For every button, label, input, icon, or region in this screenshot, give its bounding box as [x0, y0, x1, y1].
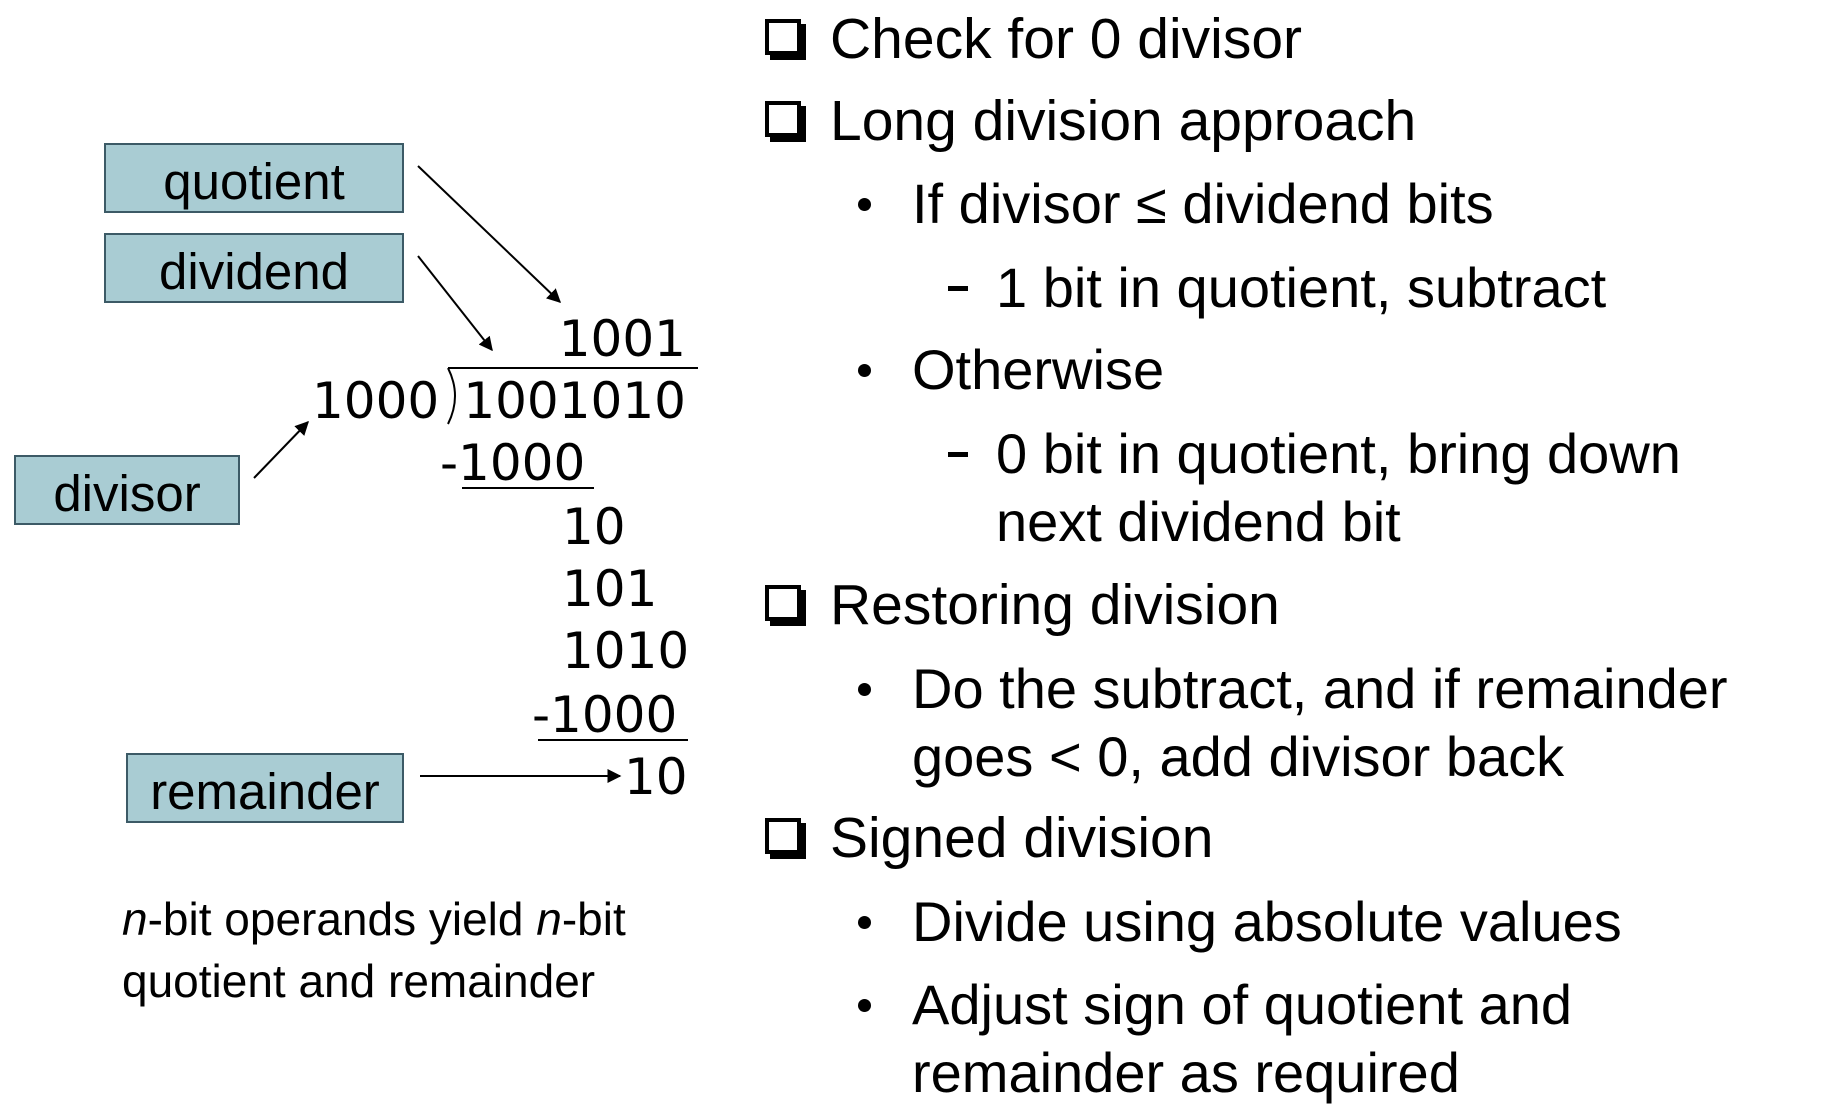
remainder-label-box: remainder — [126, 753, 404, 823]
divisor-label: divisor — [53, 465, 201, 522]
caption-line2: quotient and remainder — [122, 955, 596, 1007]
bullet-item: Do the subtract, and if remainder — [912, 657, 1728, 720]
bullet-item: Restoring division — [830, 573, 1280, 637]
bullet-item: Adjust sign of quotient and — [912, 973, 1573, 1036]
divisor-value: 1000 — [312, 372, 440, 430]
second-subtrahend-value: 1000 — [550, 686, 678, 744]
bullet-item-continuation: next dividend bit — [996, 490, 1401, 553]
bullet-item: If divisor ≤ dividend bits — [912, 172, 1494, 235]
quotient-arrow — [417, 165, 562, 303]
bullet-dot-icon — [858, 916, 871, 929]
caption-part2: -bit — [561, 893, 626, 945]
bullet-item: Long division approach — [830, 89, 1417, 153]
bullet-item: 0 bit in quotient, bring down — [996, 422, 1681, 485]
second-subtrahend: -1000 — [532, 690, 677, 740]
caption-part1: -bit operands yield — [147, 893, 537, 945]
bullet-item: Divide using absolute values — [912, 890, 1622, 953]
bullet-item-continuation: remainder as required — [912, 1041, 1460, 1104]
quotient-label: quotient — [163, 153, 345, 210]
dash-icon — [948, 286, 968, 291]
remainder-label: remainder — [150, 763, 380, 820]
dividend-label-box: dividend — [104, 233, 404, 303]
quotient-label-box: quotient — [104, 143, 404, 213]
bullet-item: Otherwise — [912, 338, 1165, 401]
remainder-value: 10 — [624, 748, 688, 806]
division-bracket — [447, 367, 456, 425]
bullet-item: 1 bit in quotient, subtract — [996, 256, 1607, 319]
minus-sign: - — [532, 686, 551, 744]
bullet-dot-icon — [858, 198, 871, 211]
quotient-value: 1001 — [558, 310, 686, 368]
bullet-item: Check for 0 divisor — [830, 7, 1303, 71]
bullet-item: Signed division — [830, 806, 1214, 870]
bullet-item-continuation: goes < 0, add divisor back — [912, 725, 1565, 788]
checkbox-icon — [765, 585, 806, 626]
checkbox-icon — [765, 101, 806, 142]
caption: n-bit operands yield n-bit quotient and … — [122, 888, 742, 1012]
dividend-label: dividend — [159, 243, 349, 300]
partial-remainder-1: 10 — [562, 498, 626, 556]
partial-remainder-2: 101 — [562, 560, 658, 618]
first-subtrahend-value: 1000 — [458, 434, 586, 492]
checkbox-icon — [765, 19, 806, 60]
caption-n2: n — [536, 893, 562, 945]
checkbox-icon — [765, 818, 806, 859]
dash-icon — [948, 452, 968, 457]
dividend-value: 1001010 — [463, 372, 686, 430]
minus-sign: - — [440, 434, 459, 492]
divisor-arrow — [253, 420, 309, 479]
dividend-arrow — [417, 255, 493, 352]
divisor-label-box: divisor — [14, 455, 240, 525]
bullet-dot-icon — [858, 999, 871, 1012]
bullet-dot-icon — [858, 364, 871, 377]
bullet-dot-icon — [858, 683, 871, 696]
first-subtrahend: -1000 — [440, 438, 585, 488]
partial-remainder-3: 1010 — [562, 622, 690, 680]
caption-n1: n — [122, 893, 148, 945]
